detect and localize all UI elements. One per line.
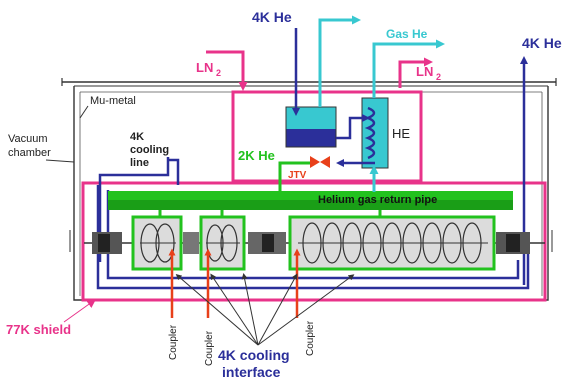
return-pipe — [108, 191, 513, 210]
interface-pointers — [175, 273, 355, 346]
label-vacuum-2: chamber — [8, 147, 51, 159]
shield-77k — [81, 90, 547, 302]
label-return-pipe: Helium gas return pipe — [318, 194, 437, 206]
jtv-valve — [280, 156, 330, 168]
label-cooling-2: cooling — [130, 144, 169, 156]
label-vacuum-1: Vacuum — [8, 133, 48, 145]
label-mu-metal: Mu-metal — [90, 95, 136, 107]
label-2k-he: 2K He — [238, 148, 275, 163]
gas-he-return — [318, 15, 445, 192]
shield-pointer — [63, 299, 97, 323]
label-jtv: JTV — [288, 170, 307, 181]
label-coupler-1: Coupler — [168, 324, 179, 360]
label-ln2-right-sub: 2 — [436, 72, 441, 82]
he4-supply-top — [292, 28, 375, 167]
separator-vessel — [285, 106, 337, 148]
label-cooling-1: 4K — [130, 131, 144, 143]
label-coupler-2: Coupler — [204, 330, 215, 366]
ln2-lines — [206, 50, 433, 91]
vacuum-pointer — [45, 159, 75, 163]
cavity-module-1 — [131, 215, 183, 271]
label-interface-1: 4K cooling — [218, 347, 290, 363]
cavity-module-3 — [288, 215, 496, 271]
label-interface-2: interface — [222, 364, 281, 380]
heat-exchanger — [361, 97, 389, 169]
label-ln2-left-sub: 2 — [216, 68, 221, 78]
label-4k-he-top: 4K He — [252, 9, 292, 25]
label-gas-he: Gas He — [386, 27, 428, 41]
label-ln2-left: LN — [196, 60, 213, 75]
label-ln2-right: LN — [416, 64, 433, 79]
label-coupler-3: Coupler — [305, 320, 316, 356]
label-he: HE — [392, 126, 410, 141]
label-77k-shield: 77K shield — [6, 322, 71, 337]
mu-metal-pointer — [79, 105, 89, 119]
coupler-arrows — [168, 248, 301, 318]
label-cooling-3: line — [130, 157, 149, 169]
label-4k-he-right: 4K He — [522, 35, 562, 51]
